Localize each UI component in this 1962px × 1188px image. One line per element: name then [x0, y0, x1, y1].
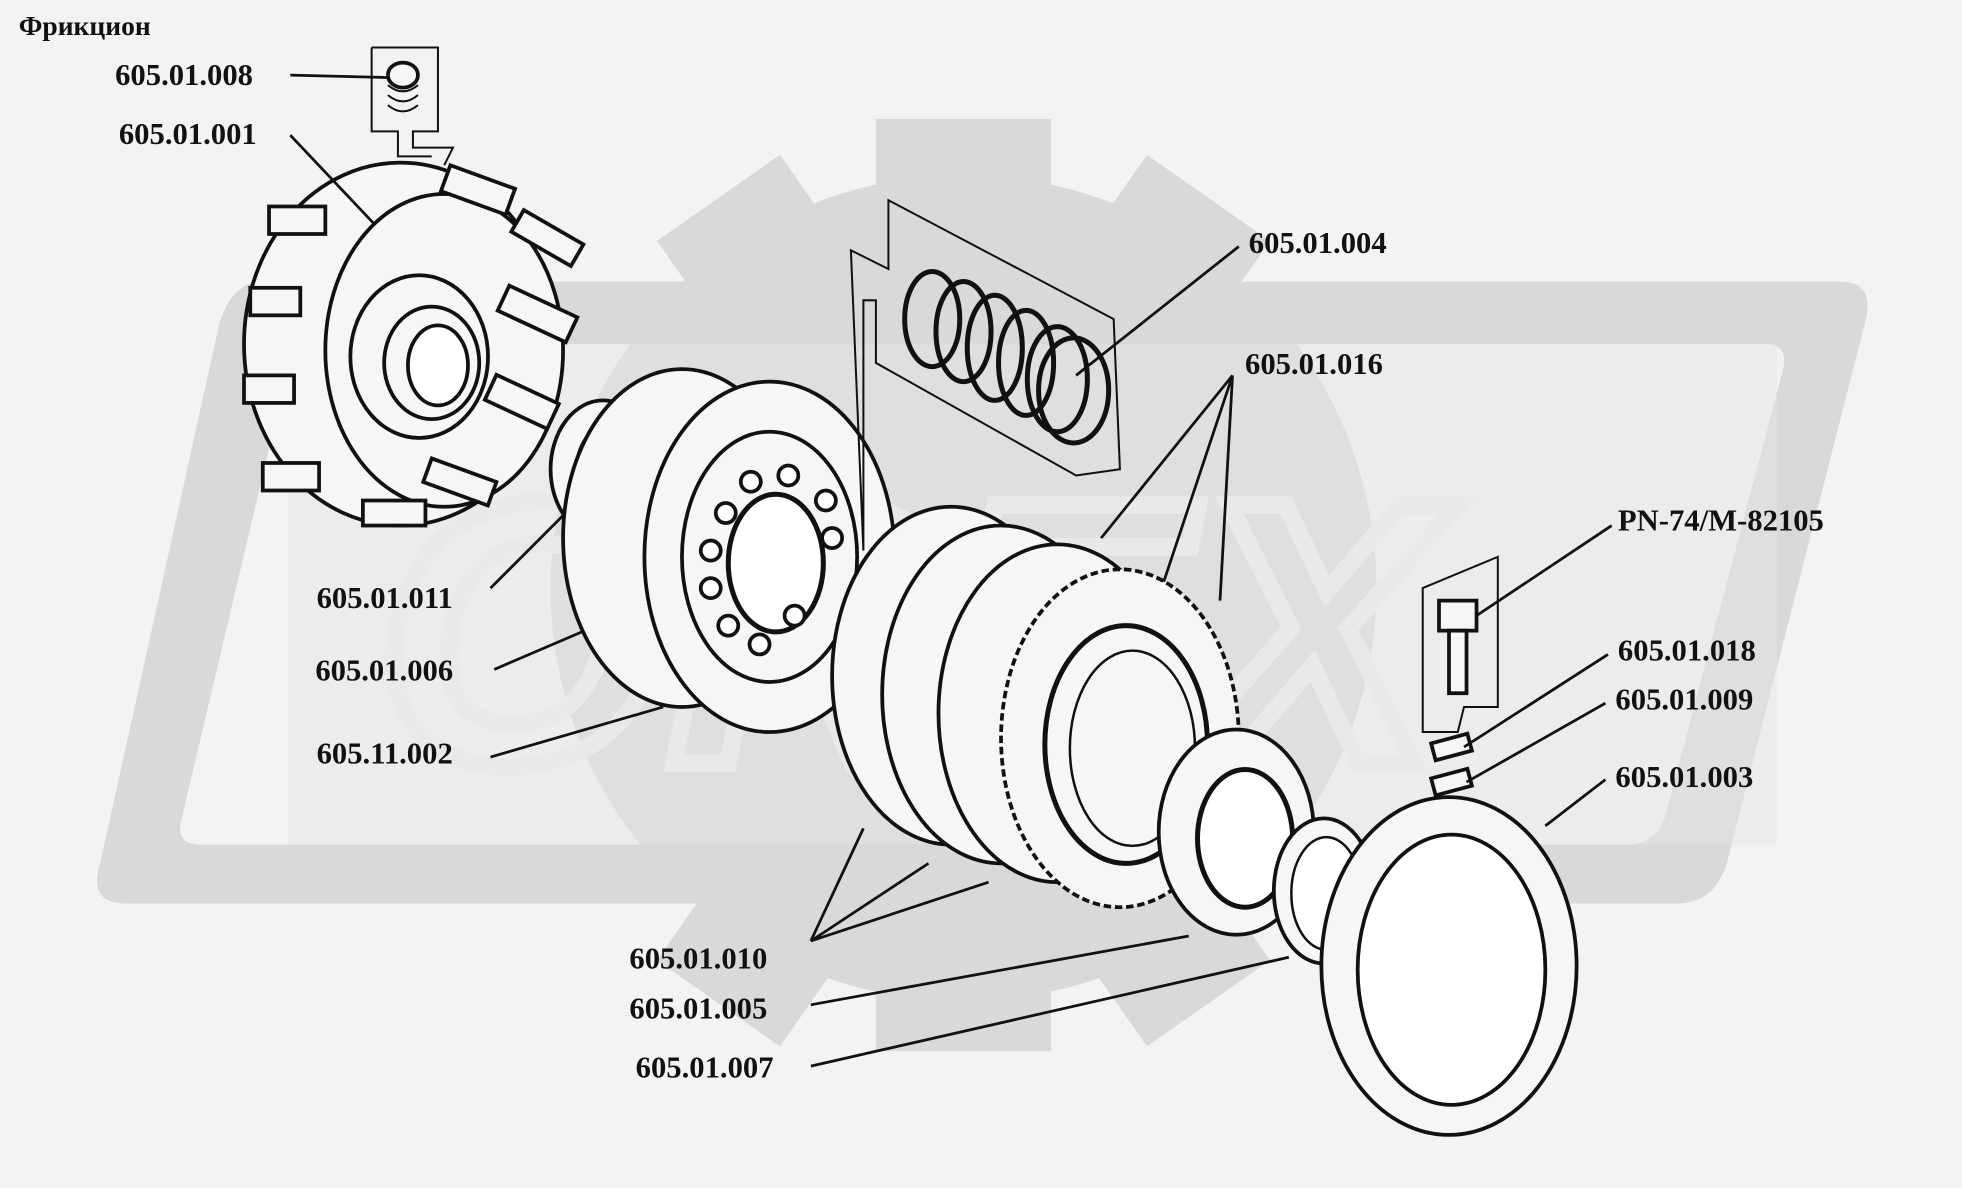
label-605-01-004: 605.01.004	[1249, 226, 1387, 260]
label-pn-74-m-82105: PN-74/M-82105	[1618, 504, 1824, 538]
label-605-01-016: 605.01.016	[1245, 347, 1383, 381]
label-605-01-006: 605.01.006	[315, 654, 453, 688]
label-605-01-010: 605.01.010	[629, 942, 767, 976]
spring-pack-605-01-004	[849, 198, 1121, 551]
label-605-01-008: 605.01.008	[115, 58, 253, 92]
label-605-01-003: 605.01.003	[1615, 760, 1753, 794]
plate-605-11-002	[561, 367, 897, 734]
label-605-11-002: 605.11.002	[317, 736, 453, 770]
label-605-01-018: 605.01.018	[1618, 634, 1756, 668]
spring-605-01-008	[370, 46, 455, 166]
leader-lines	[289, 73, 1613, 1068]
label-605-01-005: 605.01.005	[629, 992, 767, 1026]
diagram-title: Фрикцион	[19, 10, 151, 41]
label-605-01-011: 605.01.011	[317, 581, 453, 615]
label-605-01-009: 605.01.009	[1615, 682, 1753, 716]
bolt-pn-74-m-82105	[1421, 555, 1499, 734]
clutch-drum-605-01-001	[242, 160, 586, 528]
label-605-01-001: 605.01.001	[119, 117, 257, 151]
plate-605-01-009	[1428, 766, 1475, 798]
label-605-01-007: 605.01.007	[636, 1050, 774, 1084]
ring-605-01-003	[1319, 795, 1579, 1137]
